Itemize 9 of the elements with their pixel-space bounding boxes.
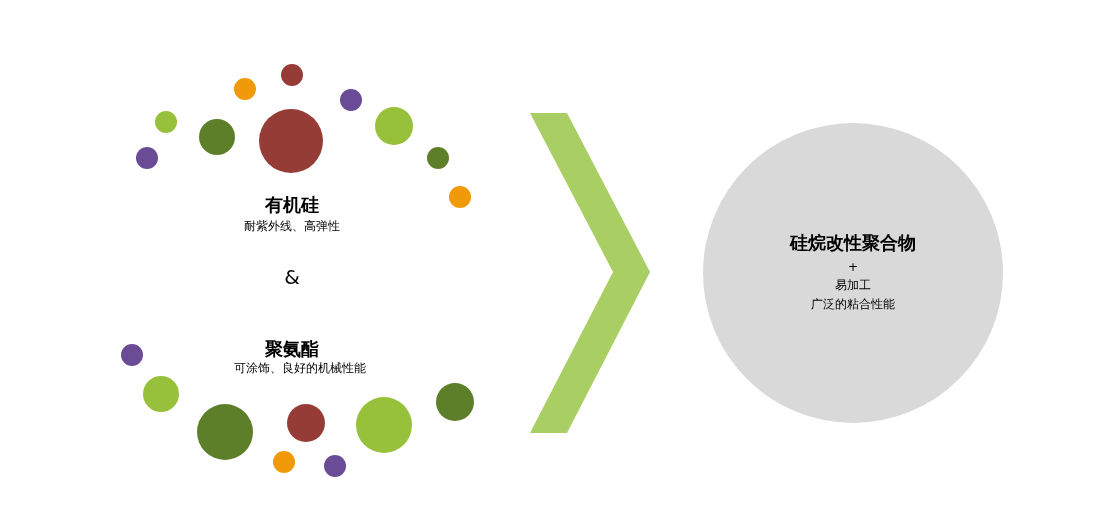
ampersand: & (284, 266, 300, 288)
subtitle: 耐紫外线、高弹性 (244, 220, 340, 234)
node-title: 硅烷改性聚合物 (790, 233, 916, 253)
plus-sign: + (847, 261, 859, 275)
heading: 有机硅 (265, 195, 319, 215)
node-text: 易加工 (835, 279, 871, 293)
node-text: 广泛的粘合性能 (811, 298, 895, 312)
subtitle: 可涂饰、良好的机械性能 (234, 362, 366, 376)
heading: 聚氨酯 (265, 339, 319, 359)
